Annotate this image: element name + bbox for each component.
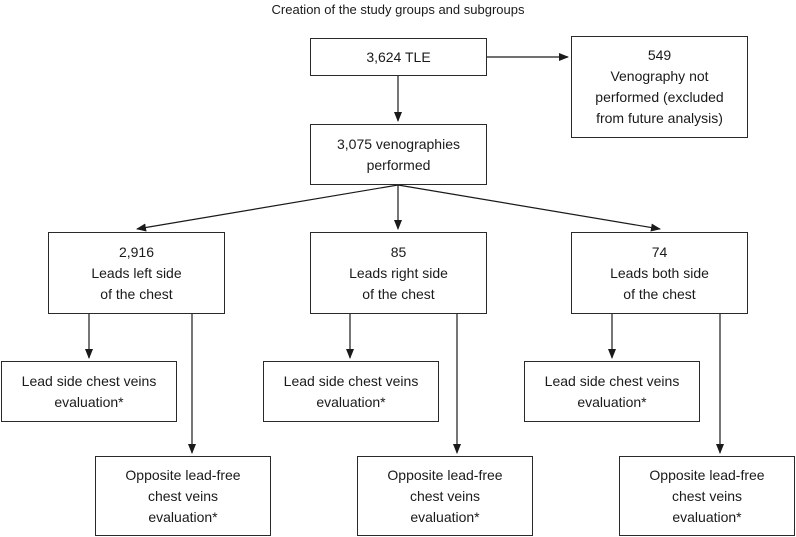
node-text-line: performed (excluded (595, 89, 724, 105)
node-tle-total: 3,624 TLE (310, 38, 487, 76)
node-text-line: of the chest (623, 285, 696, 302)
node-text-line: 74 (651, 243, 668, 260)
node-both-lead-side-evaluation: Lead side chest veins evaluation* (524, 361, 700, 422)
node-text-line: Opposite lead-free (649, 466, 765, 483)
node-venographies-performed: 3,075 venographies performed (310, 124, 487, 185)
diagram-title: Creation of the study groups and subgrou… (271, 2, 525, 17)
node-text-line: from future analysis) (596, 110, 723, 126)
node-text-line: Lead side chest veins (283, 372, 419, 389)
node-text-line: Lead side chest veins (544, 372, 680, 389)
node-text-line: chest veins (409, 487, 481, 504)
node-right-lead-side-evaluation: Lead side chest veins evaluation* (263, 361, 439, 422)
arrow-venographies-to-left (136, 184, 399, 232)
node-text-line: 3,075 venographies (337, 135, 460, 152)
node-text-line: evaluation* (410, 508, 480, 525)
node-text-line: 85 (390, 243, 407, 260)
node-text-line: evaluation* (672, 508, 742, 525)
node-text-line: evaluation* (148, 508, 218, 525)
node-left-lead-side-evaluation: Lead side chest veins evaluation* (1, 361, 177, 422)
node-right-opposite-evaluation: Opposite lead-free chest veins evaluatio… (357, 456, 533, 536)
node-text-line: of the chest (100, 285, 173, 302)
node-text-line: of the chest (362, 285, 435, 302)
node-text-line: performed (366, 156, 431, 173)
node-text-line: Opposite lead-free (125, 466, 241, 483)
node-text-line: chest veins (147, 487, 219, 504)
node-text-line: Venography not (610, 68, 709, 84)
arrow-venographies-to-both (397, 184, 661, 232)
node-text-line: evaluation* (316, 393, 386, 410)
node-text-line: 549 (647, 47, 672, 63)
node-text-line: 3,624 TLE (366, 48, 431, 65)
node-text-line: Leads left side (91, 264, 182, 281)
node-text-line: chest veins (671, 487, 743, 504)
node-text-line: Opposite lead-free (387, 466, 503, 483)
node-text-line: Leads both side (610, 264, 709, 281)
node-text-line: evaluation* (577, 393, 647, 410)
node-both-opposite-evaluation: Opposite lead-free chest veins evaluatio… (619, 456, 795, 536)
node-leads-both-side: 74 Leads both side of the chest (571, 232, 748, 314)
node-text-line: evaluation* (54, 393, 124, 410)
node-leads-right-side: 85 Leads right side of the chest (310, 232, 487, 314)
node-text-line: 2,916 (118, 243, 155, 260)
node-left-opposite-evaluation: Opposite lead-free chest veins evaluatio… (95, 456, 271, 536)
node-leads-left-side: 2,916 Leads left side of the chest (48, 232, 225, 314)
node-text-line: Lead side chest veins (21, 372, 157, 389)
node-venography-not-performed: 549 Venography not performed (excluded f… (571, 36, 748, 138)
node-text-line: Leads right side (349, 264, 448, 281)
